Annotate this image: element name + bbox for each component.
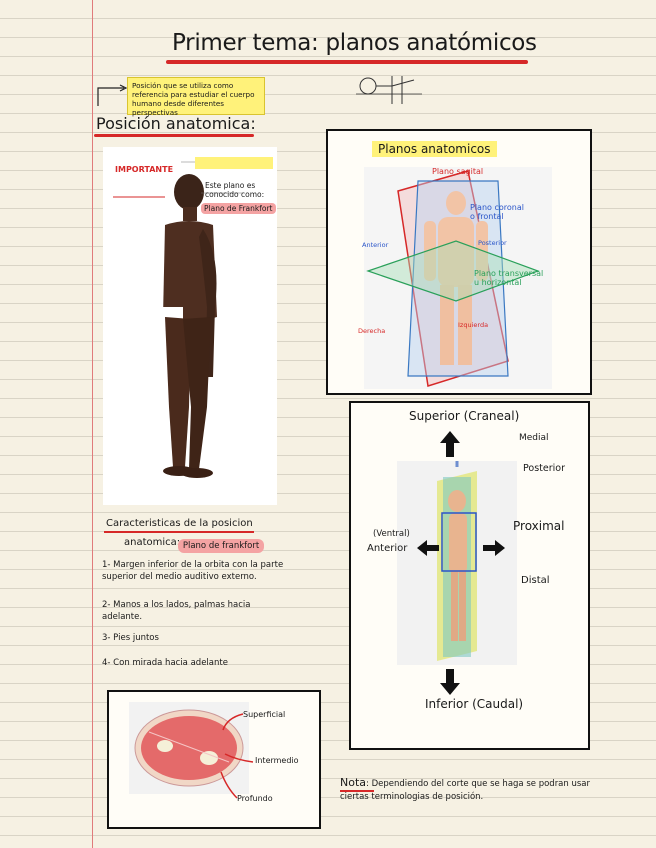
caracteristicas-heading-2: anatomica: xyxy=(124,537,181,548)
plano-coronal-label: Plano coronal o frontal xyxy=(470,203,524,221)
arrow-down-icon xyxy=(440,669,460,695)
list-item: 3- Pies juntos xyxy=(102,633,159,643)
body-direction-illustration xyxy=(397,461,517,665)
nota-label: Nota xyxy=(340,776,367,789)
page-title: Primer tema: planos anatómicos xyxy=(172,30,537,56)
anterior-label: Anterior xyxy=(367,543,408,554)
important-label: IMPORTANTE xyxy=(115,165,174,174)
planos-box: Planos anatomicos Plano sagital Plano co… xyxy=(326,129,592,395)
posterior-label: Posterior xyxy=(523,463,565,474)
pointer-arrows-icon xyxy=(220,713,254,799)
nota-text: : Dependiendo del corte que se haga se p… xyxy=(340,779,590,802)
anatomical-position-photo: IMPORTANTE Este plano es conocido como: … xyxy=(103,147,277,505)
limb-cross-section-illustration xyxy=(129,702,249,794)
human-figure-icon xyxy=(113,157,273,478)
arrow-icon xyxy=(97,84,128,106)
arrow-left-icon xyxy=(417,540,439,556)
inferior-label: Inferior (Caudal) xyxy=(425,697,524,711)
distal-label: Distal xyxy=(521,575,550,586)
frankfort-highlight: Plano de frankfort xyxy=(178,539,264,553)
nota-underline xyxy=(340,790,374,792)
margin-line xyxy=(92,0,93,848)
title-underline xyxy=(166,60,528,64)
posterior-label: Posterior xyxy=(478,239,507,247)
profundo-label: Profundo xyxy=(237,794,273,803)
proximal-label: Proximal xyxy=(513,519,565,533)
planos-title: Planos anatomicos xyxy=(372,141,497,157)
arrow-right-icon xyxy=(483,540,505,556)
arrow-up-icon xyxy=(440,431,460,457)
heading-underline xyxy=(94,134,254,137)
caracteristicas-heading: Caracteristicas de la posicion xyxy=(106,518,253,529)
nota: Nota: Dependiendo del corte que se haga … xyxy=(340,776,590,804)
derecha-label: Derecha xyxy=(358,327,386,335)
intermedio-label: Intermedio xyxy=(255,756,299,765)
frankfort-note: Este plano es conocido como: xyxy=(205,181,265,199)
plano-transversal-label: Plano transversal u horizontal xyxy=(474,269,544,287)
plano-sagital-label: Plano sagital xyxy=(432,167,484,176)
izquierda-label: Izquierda xyxy=(458,321,489,329)
medial-label: Medial xyxy=(519,433,549,443)
superior-label: Superior (Craneal) xyxy=(409,409,520,423)
heading-underline xyxy=(104,531,254,533)
section-heading-posicion: Posición anatomica: xyxy=(96,114,256,133)
ventral-label: (Ventral) xyxy=(373,529,410,539)
list-item: 2- Manos a los lados, palmas hacia adela… xyxy=(102,600,251,622)
corte-box: Superficial Intermedio Profundo xyxy=(107,690,321,829)
anterior-label: Anterior xyxy=(362,241,389,249)
superficial-label: Superficial xyxy=(243,710,286,719)
list-item: 4- Con mirada hacia adelante xyxy=(102,658,228,668)
list-item: 1- Margen inferior de la orbita con la p… xyxy=(102,560,284,582)
frankfort-label: Plano de Frankfort xyxy=(201,203,276,214)
posture-sketch-icon xyxy=(356,76,422,104)
definition-note: Posición que se utiliza como referencia … xyxy=(127,77,265,117)
planes-illustration xyxy=(364,167,552,389)
direcciones-box: Superior (Craneal) Medial Posterior Prox… xyxy=(349,401,590,750)
